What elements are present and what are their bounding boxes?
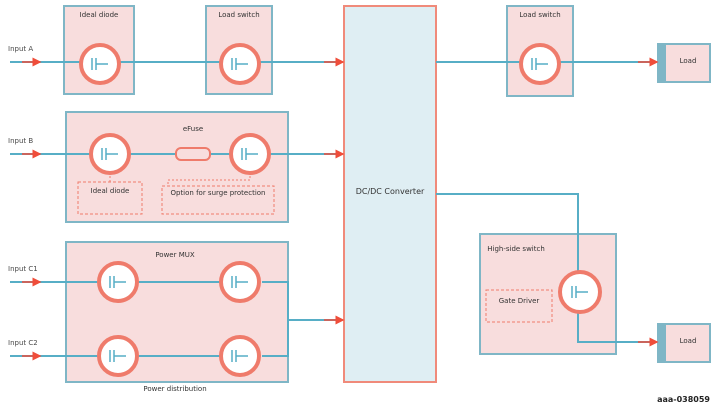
power-mux-title: Power MUX (155, 251, 195, 259)
load-switch-1-title: Load switch (218, 11, 260, 19)
glyph-8 (109, 350, 126, 362)
load-2-label: Load (679, 337, 697, 345)
input-b-label: Input B (8, 137, 34, 145)
efuse-resistor (175, 147, 211, 161)
wire-converter-to-hss (436, 193, 579, 282)
wire-hss-to-load (577, 304, 654, 343)
glyph-7 (231, 276, 248, 288)
load-box-2-mark (658, 324, 666, 362)
load-box-1 (657, 43, 711, 83)
ideal-diode-title: Ideal diode (79, 11, 119, 19)
glyph-9 (231, 350, 248, 362)
glyph-4 (101, 148, 118, 160)
ideal-diode-2-title: Ideal diode (90, 187, 130, 195)
load-1-label: Load (679, 57, 697, 65)
efuse-title: eFuse (182, 125, 204, 133)
input-c2-label: Input C2 (8, 339, 38, 347)
glyph-5 (241, 148, 258, 160)
efuse-link-right (167, 172, 251, 186)
power-distribution-title: Power distribution (143, 385, 207, 393)
option-sense-title: Option for surge protection (170, 189, 266, 197)
load-switch-2-title: Load switch (519, 11, 561, 19)
glyph-3 (531, 58, 548, 70)
converter-title: DC/DC Converter (355, 187, 425, 196)
high-side-switch-title: High-side switch (487, 245, 545, 253)
converter-block (343, 5, 437, 383)
gate-driver-title: Gate Driver (498, 297, 540, 305)
input-a-label: Input A (8, 45, 34, 53)
glyph-6 (109, 276, 126, 288)
gate-driver-block (485, 289, 553, 323)
glyph-10 (571, 286, 588, 298)
option-sense-block (161, 185, 275, 215)
glyph-1 (91, 58, 108, 70)
input-c1-label: Input C1 (8, 265, 38, 273)
load-box-1-mark (658, 44, 666, 82)
load-box-2 (657, 323, 711, 363)
figure-id: aaa-038059 (657, 395, 710, 404)
glyph-2 (231, 58, 248, 70)
